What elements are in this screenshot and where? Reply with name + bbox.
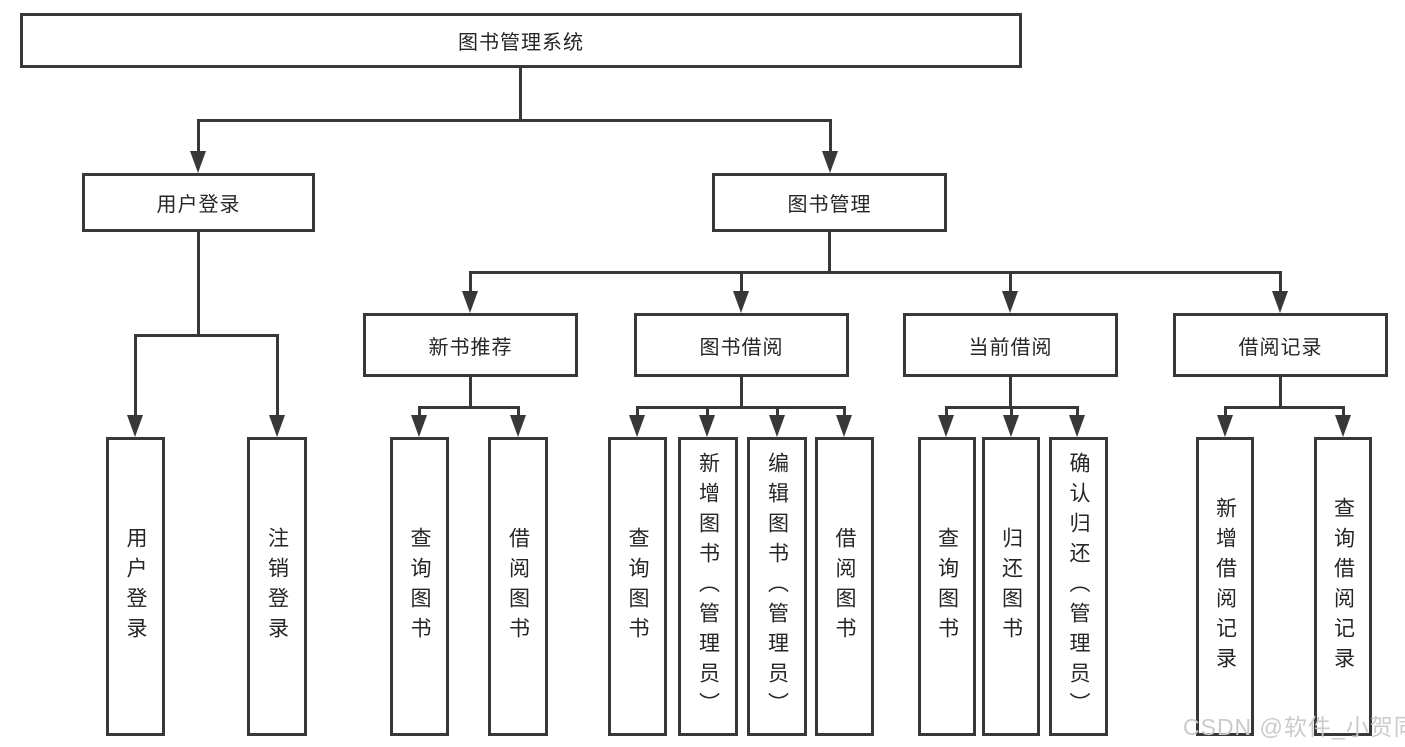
connector-line bbox=[418, 406, 520, 409]
leaf-user-login-label: 用户登录 bbox=[124, 526, 147, 647]
leaf-return-book-label: 归还图书 bbox=[999, 526, 1023, 647]
connector-line bbox=[829, 119, 832, 153]
arrow-down-icon bbox=[1335, 415, 1351, 437]
connector-line bbox=[134, 334, 279, 337]
arrow-down-icon bbox=[769, 415, 785, 437]
connector-line bbox=[1009, 375, 1012, 409]
connector-line bbox=[706, 406, 709, 417]
node-book-borrow: 图书借阅 bbox=[634, 313, 849, 377]
leaf-newbooks-query: 查询图书 bbox=[390, 437, 449, 736]
leaf-borrow-add-admin: 新增图书（管理员） bbox=[678, 437, 738, 736]
connector-line bbox=[197, 230, 200, 336]
arrow-down-icon bbox=[1003, 415, 1019, 437]
connector-line bbox=[469, 375, 472, 409]
node-user-login: 用户登录 bbox=[82, 173, 315, 232]
leaf-confirm-return-admin: 确认归还（管理员） bbox=[1049, 437, 1108, 736]
leaf-logout: 注销登录 bbox=[247, 437, 307, 736]
leaf-borrow-book: 借阅图书 bbox=[815, 437, 874, 736]
connector-line bbox=[134, 334, 137, 417]
node-current-borrow-label: 当前借阅 bbox=[968, 336, 1053, 359]
arrow-down-icon bbox=[733, 291, 749, 313]
arrow-down-icon bbox=[822, 151, 838, 173]
arrow-down-icon bbox=[510, 415, 526, 437]
connector-line bbox=[1076, 406, 1079, 417]
leaf-confirm-return-admin-label: 确认归还（管理员） bbox=[1067, 451, 1090, 722]
node-book-borrow-label: 图书借阅 bbox=[699, 336, 784, 359]
leaf-return-book: 归还图书 bbox=[982, 437, 1040, 736]
connector-line bbox=[945, 406, 948, 417]
leaf-newbooks-query-label: 查询图书 bbox=[408, 526, 431, 647]
node-borrow-records-label: 借阅记录 bbox=[1238, 336, 1323, 359]
leaf-borrow-book-label: 借阅图书 bbox=[833, 526, 856, 647]
leaf-query-record-label: 查询借阅记录 bbox=[1331, 496, 1355, 677]
leaf-query-record: 查询借阅记录 bbox=[1314, 437, 1372, 736]
csdn-watermark: CSDN @软件_小贺同学 bbox=[1183, 714, 1405, 740]
connector-line bbox=[636, 406, 845, 409]
node-borrow-records: 借阅记录 bbox=[1173, 313, 1388, 377]
arrow-down-icon bbox=[190, 151, 206, 173]
arrow-down-icon bbox=[938, 415, 954, 437]
connector-line bbox=[1279, 271, 1282, 293]
node-root-label: 图书管理系统 bbox=[458, 32, 584, 54]
leaf-current-query-label: 查询图书 bbox=[935, 526, 959, 647]
leaf-borrow-edit-admin: 编辑图书（管理员） bbox=[747, 437, 807, 736]
connector-line bbox=[197, 119, 832, 122]
leaf-add-record-label: 新增借阅记录 bbox=[1213, 496, 1237, 677]
node-root: 图书管理系统 bbox=[20, 13, 1022, 68]
node-user-login-label: 用户登录 bbox=[156, 194, 241, 216]
arrow-down-icon bbox=[1069, 415, 1085, 437]
leaf-newbooks-borrow-label: 借阅图书 bbox=[506, 526, 530, 647]
connector-line bbox=[1224, 406, 1227, 417]
connector-line bbox=[1010, 406, 1013, 417]
node-new-books: 新书推荐 bbox=[363, 313, 578, 377]
arrow-down-icon bbox=[462, 291, 478, 313]
leaf-logout-label: 注销登录 bbox=[265, 526, 289, 647]
connector-line bbox=[828, 230, 831, 274]
connector-line bbox=[740, 375, 743, 409]
connector-line bbox=[1342, 406, 1345, 417]
leaf-user-login: 用户登录 bbox=[106, 437, 165, 736]
connector-line bbox=[517, 406, 520, 417]
node-book-mgmt-label: 图书管理 bbox=[787, 194, 872, 216]
leaf-newbooks-borrow: 借阅图书 bbox=[488, 437, 548, 736]
arrow-down-icon bbox=[836, 415, 852, 437]
arrow-down-icon bbox=[629, 415, 645, 437]
connector-line bbox=[469, 271, 472, 293]
connector-line bbox=[1224, 406, 1344, 409]
connector-line bbox=[197, 119, 200, 153]
connector-line bbox=[519, 68, 522, 121]
connector-line bbox=[418, 406, 421, 417]
arrow-down-icon bbox=[411, 415, 427, 437]
connector-line bbox=[469, 271, 1281, 274]
connector-line bbox=[276, 334, 279, 417]
leaf-borrow-add-admin-label: 新增图书（管理员） bbox=[696, 451, 720, 722]
arrow-down-icon bbox=[699, 415, 715, 437]
leaf-add-record: 新增借阅记录 bbox=[1196, 437, 1254, 736]
connector-line bbox=[1279, 375, 1282, 409]
leaf-current-query: 查询图书 bbox=[918, 437, 976, 736]
connector-line bbox=[843, 406, 846, 417]
leaf-borrow-edit-admin-label: 编辑图书（管理员） bbox=[765, 451, 789, 722]
connector-line bbox=[636, 406, 639, 417]
node-current-borrow: 当前借阅 bbox=[903, 313, 1118, 377]
leaf-borrow-query: 查询图书 bbox=[608, 437, 667, 736]
arrow-down-icon bbox=[1002, 291, 1018, 313]
node-new-books-label: 新书推荐 bbox=[428, 336, 513, 359]
arrow-down-icon bbox=[1272, 291, 1288, 313]
connector-line bbox=[740, 271, 743, 293]
node-book-mgmt: 图书管理 bbox=[712, 173, 947, 232]
connector-line bbox=[1009, 271, 1012, 293]
arrow-down-icon bbox=[269, 415, 285, 437]
arrow-down-icon bbox=[127, 415, 143, 437]
leaf-borrow-query-label: 查询图书 bbox=[626, 526, 649, 647]
arrow-down-icon bbox=[1217, 415, 1233, 437]
connector-line bbox=[776, 406, 779, 417]
